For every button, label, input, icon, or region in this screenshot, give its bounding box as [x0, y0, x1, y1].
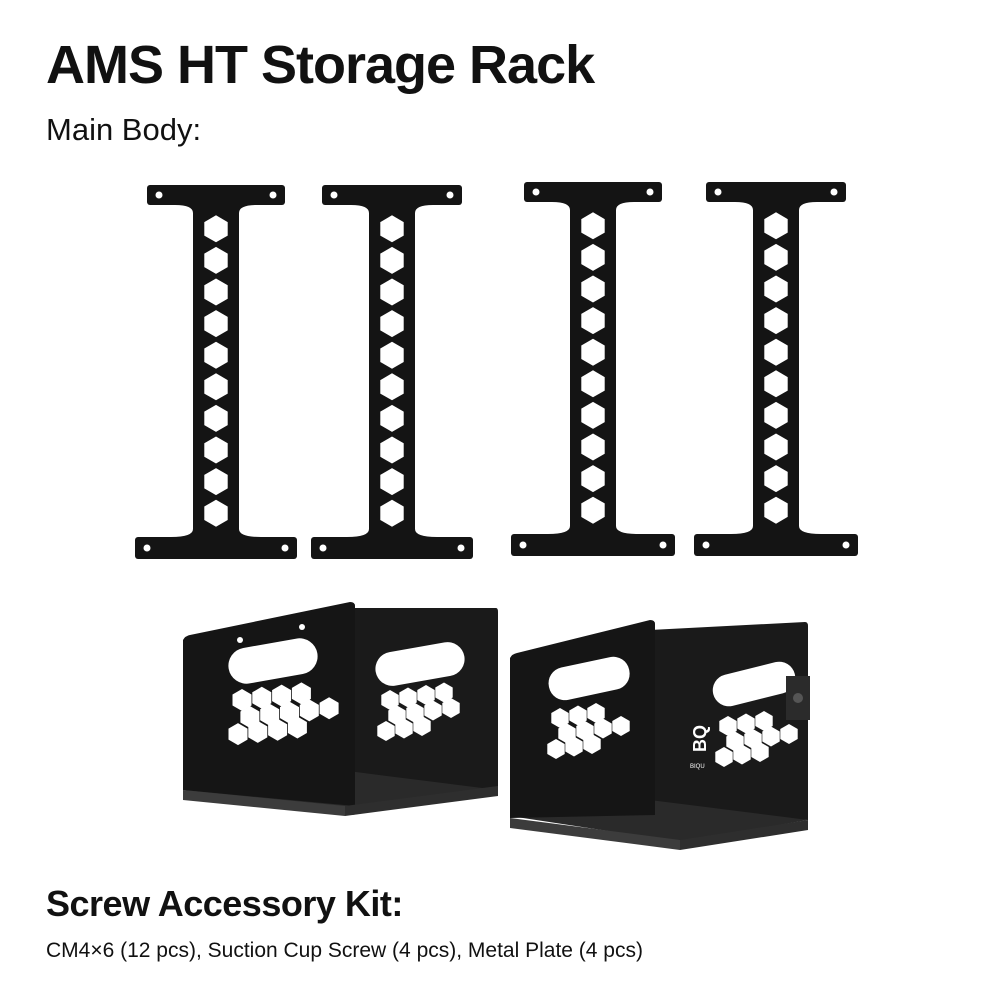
- brand-sub: BIQU: [690, 764, 705, 770]
- side-frame-panel: [135, 185, 297, 559]
- side-frame-panel: [694, 182, 858, 556]
- main-body-label: Main Body:: [46, 112, 202, 147]
- storage-bin-left: [183, 602, 498, 816]
- storage-bin-right: BQ BIQU: [510, 620, 810, 850]
- accessory-kit-heading: Screw Accessory Kit:: [46, 883, 403, 924]
- side-frame-panel: [511, 182, 675, 556]
- accessory-kit-items: CM4×6 (12 pcs), Suction Cup Screw (4 pcs…: [46, 939, 643, 962]
- side-frame-panel: [311, 185, 473, 559]
- page-title: AMS HT Storage Rack: [46, 35, 595, 95]
- side-frames: [135, 182, 858, 559]
- brand-logo: BQ: [690, 725, 710, 752]
